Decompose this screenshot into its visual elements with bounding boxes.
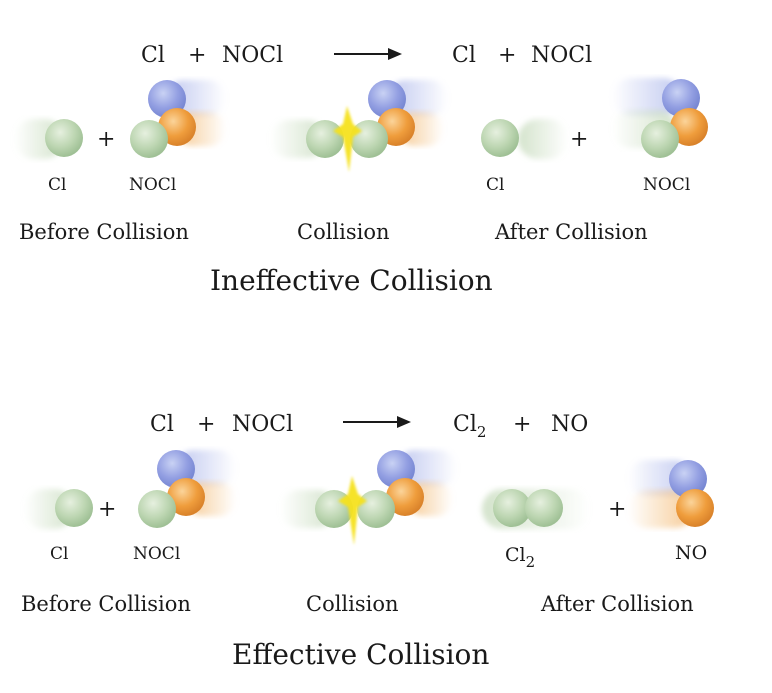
label-nocl: NOCl <box>133 544 180 564</box>
product-1: Cl <box>452 43 476 68</box>
chlorine-atom-icon <box>138 490 176 528</box>
label-product-2: NO <box>675 542 707 564</box>
reactant-nocl: NOCl <box>222 43 283 68</box>
reactant-cl: Cl <box>150 412 174 437</box>
equation: Cl + NOCl Cl + NOCl <box>141 43 592 68</box>
oxygen-atom-icon <box>167 478 205 516</box>
label-product-1-text: Cl <box>486 175 504 195</box>
panel-effective: Cl + NOCl Cl2 + NO + Cl NOCl Befor <box>21 412 714 671</box>
label-nocl: NOCl <box>129 175 176 195</box>
plus-sign: + <box>498 43 516 68</box>
nitrogen-atom-icon <box>669 460 707 498</box>
collision-molecules <box>280 450 457 545</box>
panel-title: Effective Collision <box>232 638 489 671</box>
reactant-nocl: NOCl <box>232 412 293 437</box>
stage-collision: Collision <box>297 220 390 244</box>
chlorine-atom-icon <box>350 120 388 158</box>
stage-collision: Collision <box>306 592 399 616</box>
stage-before-collision: Before Collision <box>19 220 189 244</box>
label-product-1-text: Cl <box>505 544 526 566</box>
label-product-1: Cl2 <box>505 544 535 571</box>
chlorine-atom-icon <box>481 119 519 157</box>
product-1-text: Cl <box>453 412 477 437</box>
chlorine-atom-icon <box>55 489 93 527</box>
label-product-1-subscript: 2 <box>526 553 536 571</box>
plus-sign: + <box>197 412 215 437</box>
chlorine-atom-icon <box>357 490 395 528</box>
panel-ineffective: Cl + NOCl Cl + NOCl + Cl NOCl Befo <box>14 43 708 297</box>
chlorine-atom-icon <box>130 120 168 158</box>
before-collision-molecules: + <box>14 80 226 159</box>
product-2: NOCl <box>531 43 592 68</box>
before-collision-molecules: + <box>24 450 236 529</box>
chlorine-atom-icon <box>45 119 83 157</box>
product-1-subscript: 2 <box>477 423 487 441</box>
nitrogen-atom-icon <box>662 79 700 117</box>
oxygen-atom-icon <box>676 489 714 527</box>
chlorine-atom-icon <box>306 120 344 158</box>
after-collision-molecules: + <box>482 460 714 529</box>
plus-sign: + <box>608 497 626 522</box>
plus-sign: + <box>188 43 206 68</box>
reactant-cl: Cl <box>141 43 165 68</box>
chlorine-atom-icon <box>641 120 679 158</box>
impact-flash-icon <box>338 476 367 545</box>
oxygen-atom-icon <box>670 108 708 146</box>
reaction-arrow-icon <box>343 416 411 428</box>
plus-sign: + <box>98 497 116 522</box>
reaction-arrow-icon <box>334 48 402 60</box>
label-product-1: Cl <box>486 175 504 195</box>
collision-molecules <box>270 80 448 172</box>
chlorine-atom-icon <box>493 489 531 527</box>
label-cl: Cl <box>50 544 68 564</box>
product-2: NO <box>551 412 588 437</box>
impact-flash-icon <box>333 106 362 172</box>
plus-sign: + <box>513 412 531 437</box>
stage-after-collision: After Collision <box>494 220 648 244</box>
chlorine-atom-icon <box>525 489 563 527</box>
product-1-text: Cl <box>452 43 476 68</box>
label-cl: Cl <box>48 175 66 195</box>
oxygen-atom-icon <box>386 478 424 516</box>
plus-sign: + <box>97 127 115 152</box>
equation: Cl + NOCl Cl2 + NO <box>150 412 588 441</box>
stage-before-collision: Before Collision <box>21 592 191 616</box>
label-product-2: NOCl <box>643 175 690 195</box>
product-1: Cl2 <box>453 412 486 441</box>
after-collision-molecules: + <box>481 78 708 159</box>
panel-title: Ineffective Collision <box>210 264 493 297</box>
plus-sign: + <box>570 127 588 152</box>
stage-after-collision: After Collision <box>540 592 694 616</box>
